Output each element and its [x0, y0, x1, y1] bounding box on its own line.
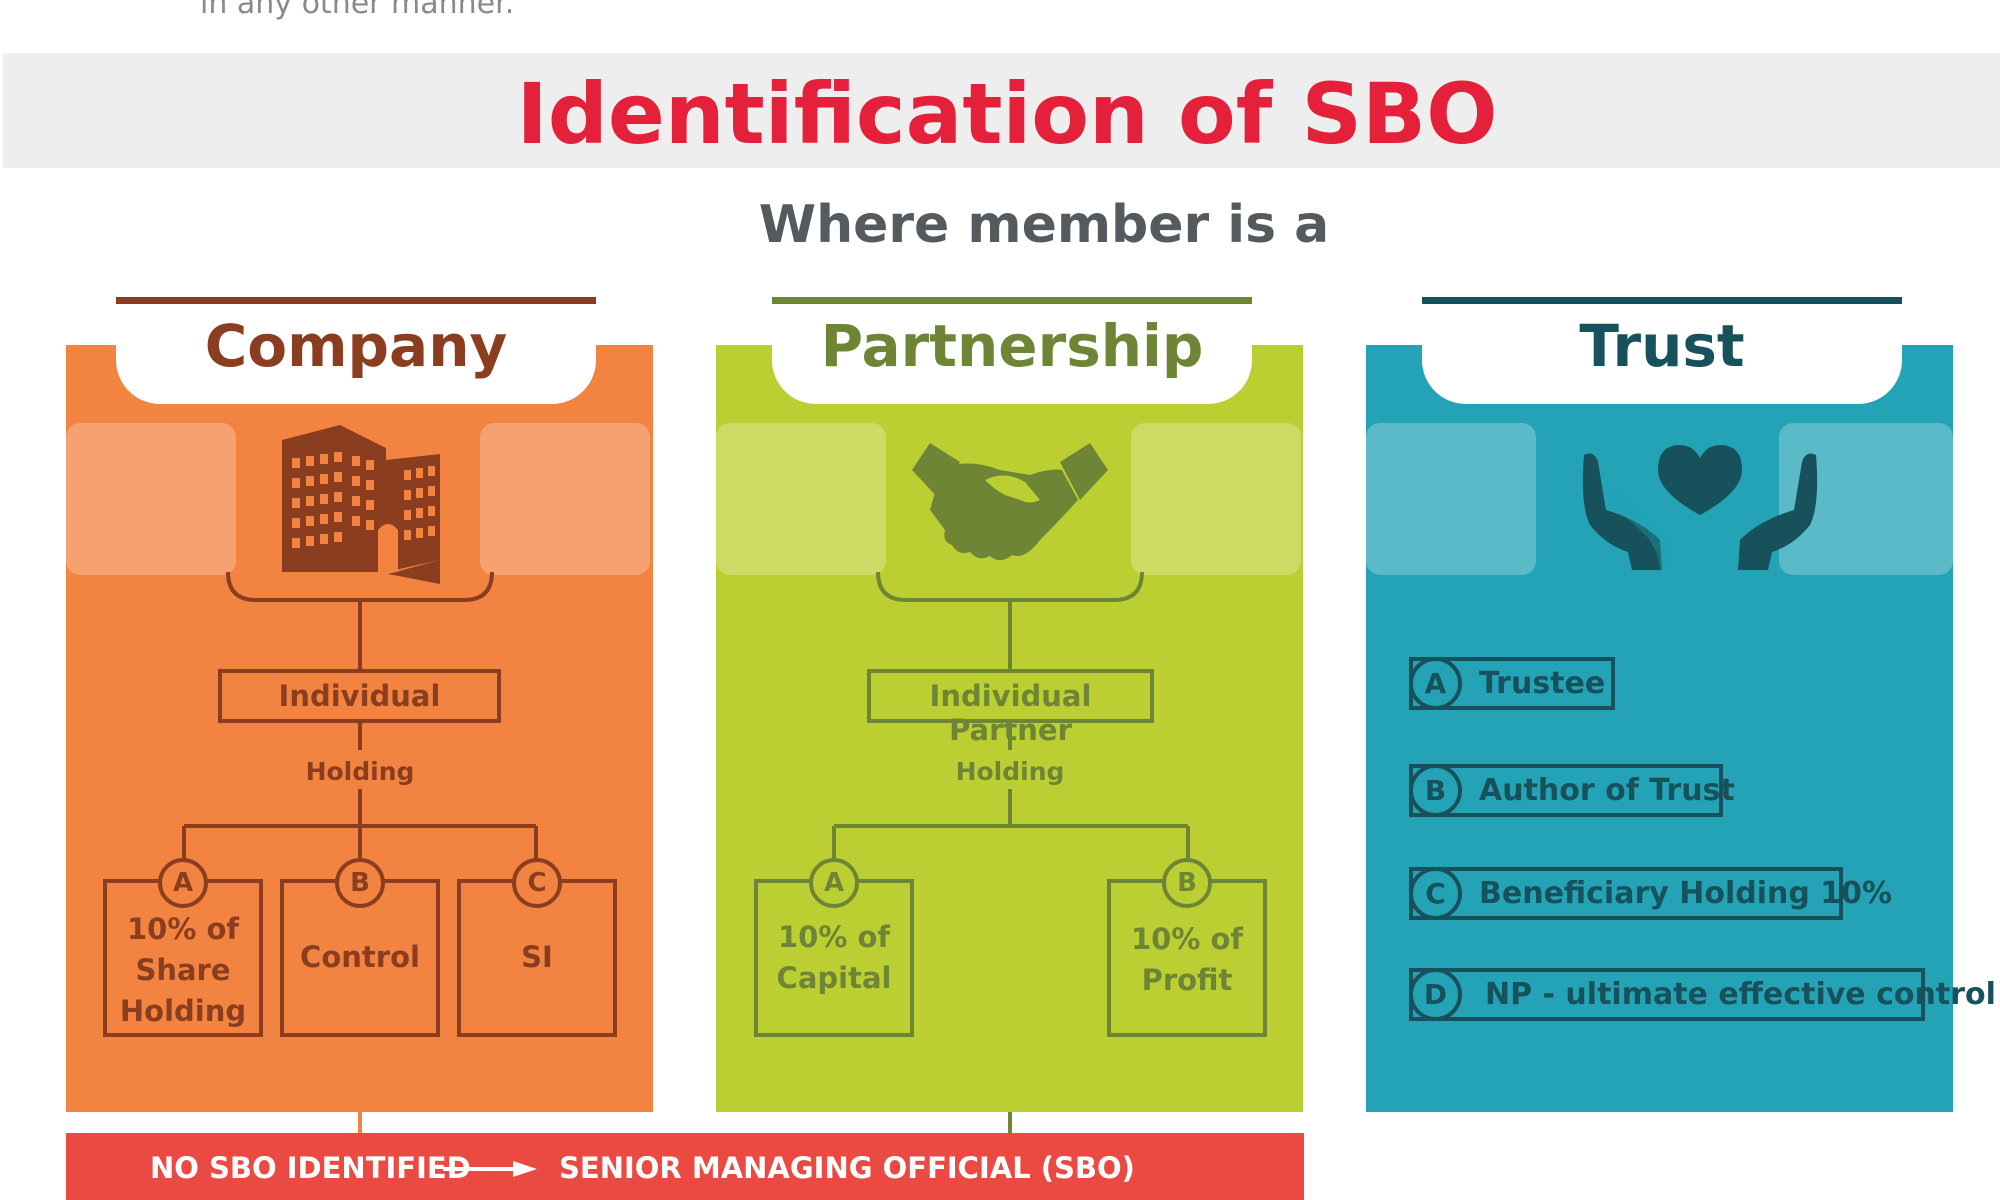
- trust-item-a-letter: A: [1409, 657, 1462, 710]
- company-option-c-text: SI: [521, 940, 553, 974]
- company-option-b-text: Control: [300, 940, 420, 974]
- no-sbo-label: NO SBO IDENTIFIED: [150, 1151, 471, 1185]
- company-side-card-left: [66, 423, 236, 575]
- trust-header-tab: [1422, 304, 1902, 404]
- trust-item-b: Author of Trust: [1409, 764, 1735, 817]
- company-header: Company: [204, 312, 508, 380]
- company-header-tab: [116, 304, 596, 404]
- cut-off-text: in any other manner.: [200, 0, 515, 21]
- company-option-a-line-2: Share: [135, 953, 231, 987]
- partnership-side-card-left: [716, 423, 886, 575]
- company-option-a-letter: A: [158, 858, 208, 908]
- company-individual-label: Individual: [278, 679, 441, 713]
- partnership-option-b-line-1: 10% of: [1130, 922, 1244, 956]
- company-individual-box: [218, 669, 501, 723]
- title-band: [3, 53, 2000, 168]
- trust-item-c-text: Beneficiary Holding 10%: [1479, 876, 1893, 911]
- trust-item-d-text: NP - ultimate effective control: [1485, 977, 1996, 1012]
- smo-label: SENIOR MANAGING OFFICIAL (SBO): [559, 1151, 1135, 1185]
- partnership-side-card-right: [1131, 423, 1301, 575]
- hands-heart-icon: [1582, 445, 1818, 570]
- company-side-card-right: [480, 423, 650, 575]
- partnership-header: Partnership: [820, 312, 1204, 380]
- trust-side-card-left: [1366, 423, 1536, 575]
- trust-item-c-letter: C: [1409, 867, 1462, 920]
- company-holding-label: Holding: [305, 757, 415, 786]
- partnership-option-b-letter: B: [1162, 858, 1212, 908]
- trust-item-b-text: Author of Trust: [1479, 773, 1735, 808]
- company-option-a-text: 10% of Share Holding: [103, 909, 263, 1032]
- partnership-option-a-line-1: 10% of: [777, 920, 891, 954]
- partnership-option-a-letter: A: [809, 858, 859, 908]
- partnership-option-b-text: 10% of Profit: [1107, 919, 1267, 1001]
- trust-topbar: [1422, 297, 1902, 304]
- partnership-individual-label: Individual Partner: [929, 679, 1092, 747]
- handshake-icon: [912, 443, 1108, 561]
- trust-item-d-letter: D: [1409, 968, 1462, 1021]
- bottom-bar: [66, 1133, 1304, 1200]
- building-icon: [282, 425, 440, 584]
- partnership-header-tab: [772, 304, 1252, 404]
- partnership-individual-box: [867, 669, 1154, 723]
- company-option-a-line-1: 10% of: [126, 912, 240, 946]
- partnership-option-a-text: 10% of Capital: [754, 917, 914, 999]
- company-option-b-letter: B: [335, 858, 385, 908]
- partnership-topbar: [772, 297, 1252, 304]
- company-option-a-line-3: Holding: [119, 994, 247, 1028]
- trust-item-c: Beneficiary Holding 10%: [1409, 867, 1892, 920]
- subtitle: Where member is a: [758, 195, 1330, 255]
- partnership-option-a-line-2: Capital: [776, 961, 892, 995]
- partnership-option-b-line-2: Profit: [1141, 963, 1233, 997]
- company-option-c-letter: C: [512, 858, 562, 908]
- trust-item-b-letter: B: [1409, 764, 1462, 817]
- trust-item-d: NP - ultimate effective control: [1409, 968, 1996, 1021]
- trust-header: Trust: [1579, 312, 1745, 380]
- page-title: Identification of SBO: [516, 65, 1498, 163]
- trust-item-a-text: Trustee: [1479, 666, 1606, 701]
- company-topbar: [116, 297, 596, 304]
- partnership-holding-label: Holding: [955, 757, 1065, 786]
